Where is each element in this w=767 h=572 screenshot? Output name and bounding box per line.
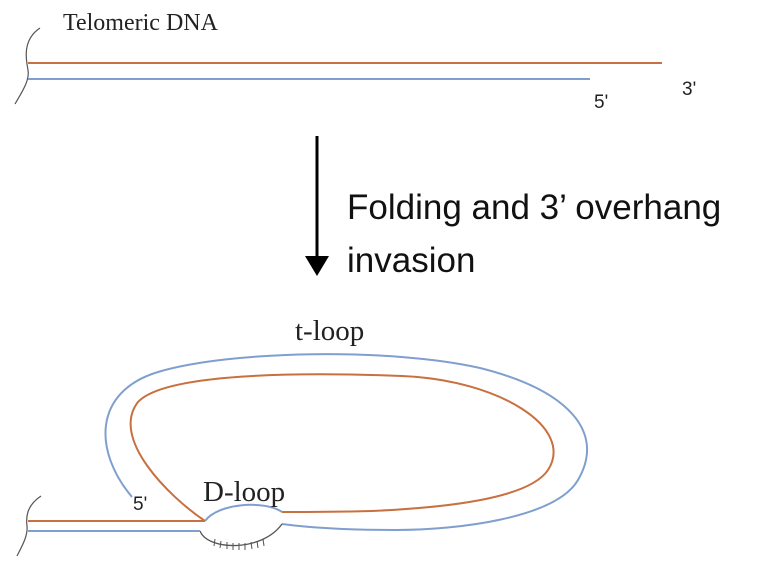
telomeric-dna-title: Telomeric DNA xyxy=(63,10,218,36)
d-loop-bubble-top xyxy=(204,503,283,522)
base-pair-hatches xyxy=(213,538,265,550)
t-loop-label: t-loop xyxy=(295,315,365,347)
g-strand-loop xyxy=(129,373,555,522)
chromosome-break-mark-top xyxy=(14,27,41,105)
five-prime-label-bottom: 5' xyxy=(133,494,148,515)
chromosome-break-mark-bottom xyxy=(16,495,42,557)
transition-arrow-head xyxy=(305,256,329,276)
d-loop-label: D-loop xyxy=(203,476,286,508)
c-strand-loop xyxy=(104,353,589,532)
five-prime-label-top: 5' xyxy=(594,92,609,113)
transition-caption-line2: invasion xyxy=(347,241,476,280)
transition-caption-line1: Folding and 3’ overhang xyxy=(347,188,722,227)
three-prime-label-top: 3' xyxy=(682,79,697,100)
d-loop-bubble-bottom xyxy=(199,523,283,547)
